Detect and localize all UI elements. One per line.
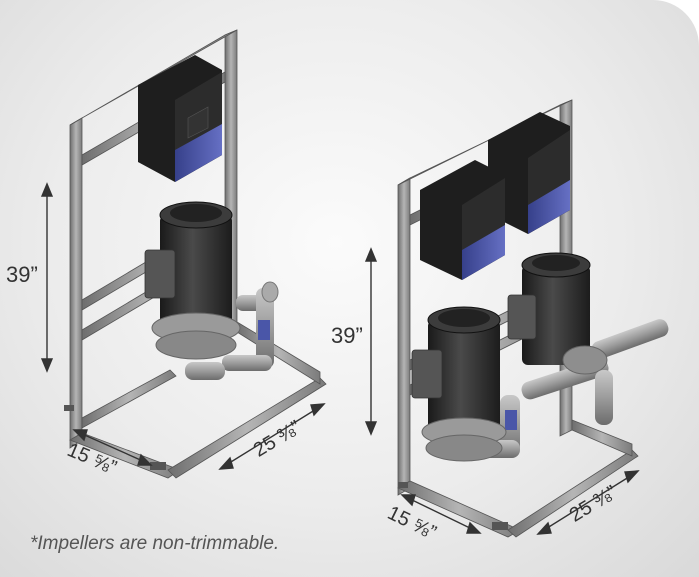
height-label-right: 39” bbox=[331, 323, 363, 348]
right-foot bbox=[492, 522, 508, 530]
right-motor-icon bbox=[411, 306, 507, 462]
right-pump-unit bbox=[397, 99, 669, 538]
left-foot bbox=[64, 405, 74, 411]
left-drive-icon bbox=[138, 55, 222, 182]
left-pump-unit bbox=[64, 29, 327, 479]
right-foot bbox=[398, 482, 408, 488]
right-motor-icon bbox=[507, 252, 591, 365]
dimension-lines bbox=[40, 182, 640, 535]
left-piping-icon bbox=[185, 281, 279, 380]
height-label-left: 39” bbox=[6, 262, 38, 287]
left-foot bbox=[150, 462, 166, 470]
right-drive-icon bbox=[420, 160, 505, 280]
right-drive-icon bbox=[488, 112, 570, 234]
footnote: *Impellers are non-trimmable. bbox=[30, 533, 280, 554]
left-motor-icon bbox=[144, 201, 241, 360]
